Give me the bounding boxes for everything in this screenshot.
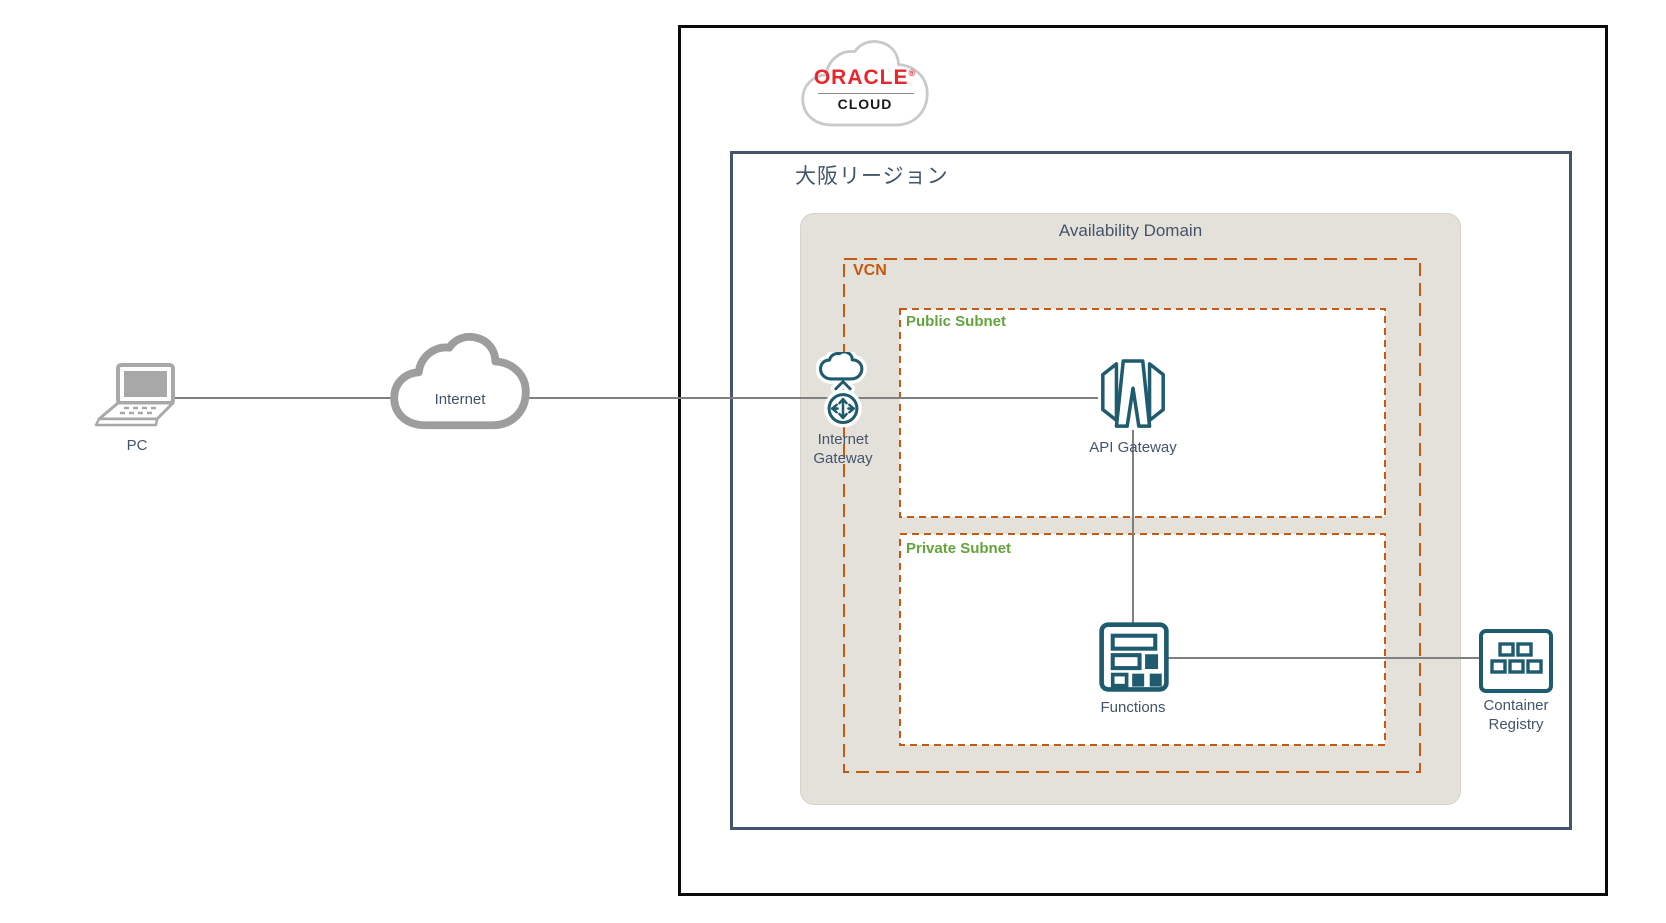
pc-laptop-icon xyxy=(94,363,175,427)
registered-mark: ® xyxy=(908,68,917,78)
internet-cloud-icon xyxy=(390,332,530,430)
functions-icon xyxy=(1099,622,1169,692)
container-registry-icon xyxy=(1479,629,1553,693)
internet-gateway-label-line2: Gateway xyxy=(813,450,873,467)
region-label: 大阪リージョン xyxy=(795,165,949,188)
public-subnet-label: Public Subnet xyxy=(906,313,1007,330)
logo-divider xyxy=(818,93,914,94)
functions-label: Functions xyxy=(1100,699,1166,716)
availability-domain-label: Availability Domain xyxy=(1058,221,1203,240)
private-subnet-label: Private Subnet xyxy=(906,540,1012,557)
internet-gateway-icon xyxy=(816,352,867,428)
pc-label: PC xyxy=(126,437,148,454)
api-gateway-label: API Gateway xyxy=(1089,439,1177,456)
container-registry-label-line2: Registry xyxy=(1488,716,1544,733)
internet-label: Internet xyxy=(434,391,486,408)
vcn-label: VCN xyxy=(853,262,887,279)
connector-api-gateway-to-functions xyxy=(1132,430,1134,623)
oracle-brand-text: ORACLE® xyxy=(813,66,917,89)
vcn-box xyxy=(843,258,1421,773)
oracle-product-text: CLOUD xyxy=(837,96,893,112)
api-gateway-icon xyxy=(1097,358,1169,432)
connector-functions-to-container-registry xyxy=(1168,657,1480,659)
connector-pc-to-api-gateway xyxy=(175,397,1100,399)
oracle-cloud-logo-icon xyxy=(801,40,929,127)
container-registry-label-line1: Container xyxy=(1483,697,1549,714)
internet-gateway-label-line1: Internet xyxy=(817,431,869,448)
